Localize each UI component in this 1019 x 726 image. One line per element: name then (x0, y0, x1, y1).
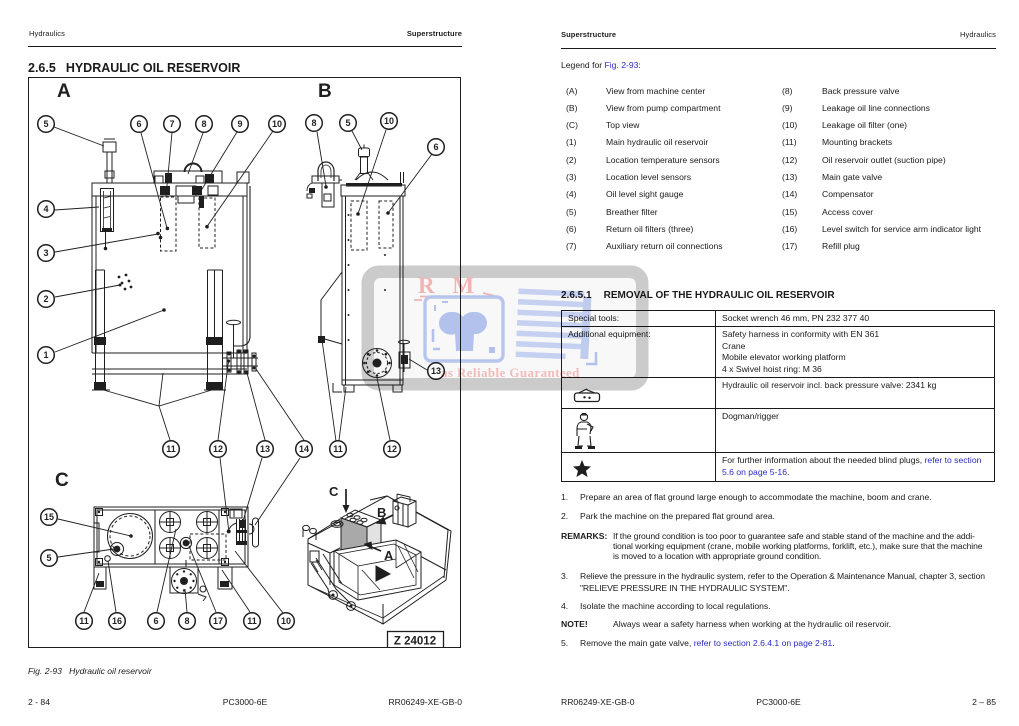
svg-text:13: 13 (260, 444, 270, 454)
svg-text:14: 14 (299, 444, 309, 454)
svg-text:11: 11 (247, 616, 257, 626)
svg-text:10: 10 (384, 116, 394, 126)
svg-text:10: 10 (281, 616, 291, 626)
svg-text:11: 11 (79, 616, 89, 626)
svg-text:C: C (329, 484, 339, 499)
svg-text:Z 24012: Z 24012 (394, 636, 436, 648)
svg-text:7: 7 (169, 119, 174, 129)
svg-text:9: 9 (237, 119, 242, 129)
svg-text:10: 10 (272, 119, 282, 129)
svg-text:C: C (55, 470, 69, 491)
svg-text:3: 3 (43, 248, 48, 258)
svg-text:8: 8 (201, 119, 206, 129)
svg-text:11: 11 (333, 444, 343, 454)
svg-text:16: 16 (112, 616, 122, 626)
svg-text:8: 8 (184, 616, 189, 626)
svg-text:2: 2 (43, 294, 48, 304)
svg-text:4: 4 (43, 204, 48, 214)
svg-text:A: A (57, 81, 71, 102)
svg-text:B: B (318, 81, 332, 102)
svg-text:A: A (384, 548, 394, 563)
svg-text:5: 5 (345, 118, 350, 128)
svg-text:as Reliable Guaranteed: as Reliable Guaranteed (441, 365, 580, 380)
svg-text:6: 6 (433, 142, 438, 152)
svg-text:B: B (377, 505, 386, 520)
svg-text:6: 6 (153, 616, 158, 626)
svg-text:15: 15 (44, 512, 54, 522)
svg-text:5: 5 (43, 119, 48, 129)
svg-text:12: 12 (387, 444, 397, 454)
svg-text:17: 17 (213, 616, 223, 626)
svg-text:13: 13 (431, 366, 441, 376)
svg-text:11: 11 (166, 444, 176, 454)
svg-text:6: 6 (136, 119, 141, 129)
svg-text:8: 8 (311, 118, 316, 128)
svg-text:1: 1 (43, 350, 48, 360)
svg-text:5: 5 (46, 553, 51, 563)
svg-text:12: 12 (213, 444, 223, 454)
